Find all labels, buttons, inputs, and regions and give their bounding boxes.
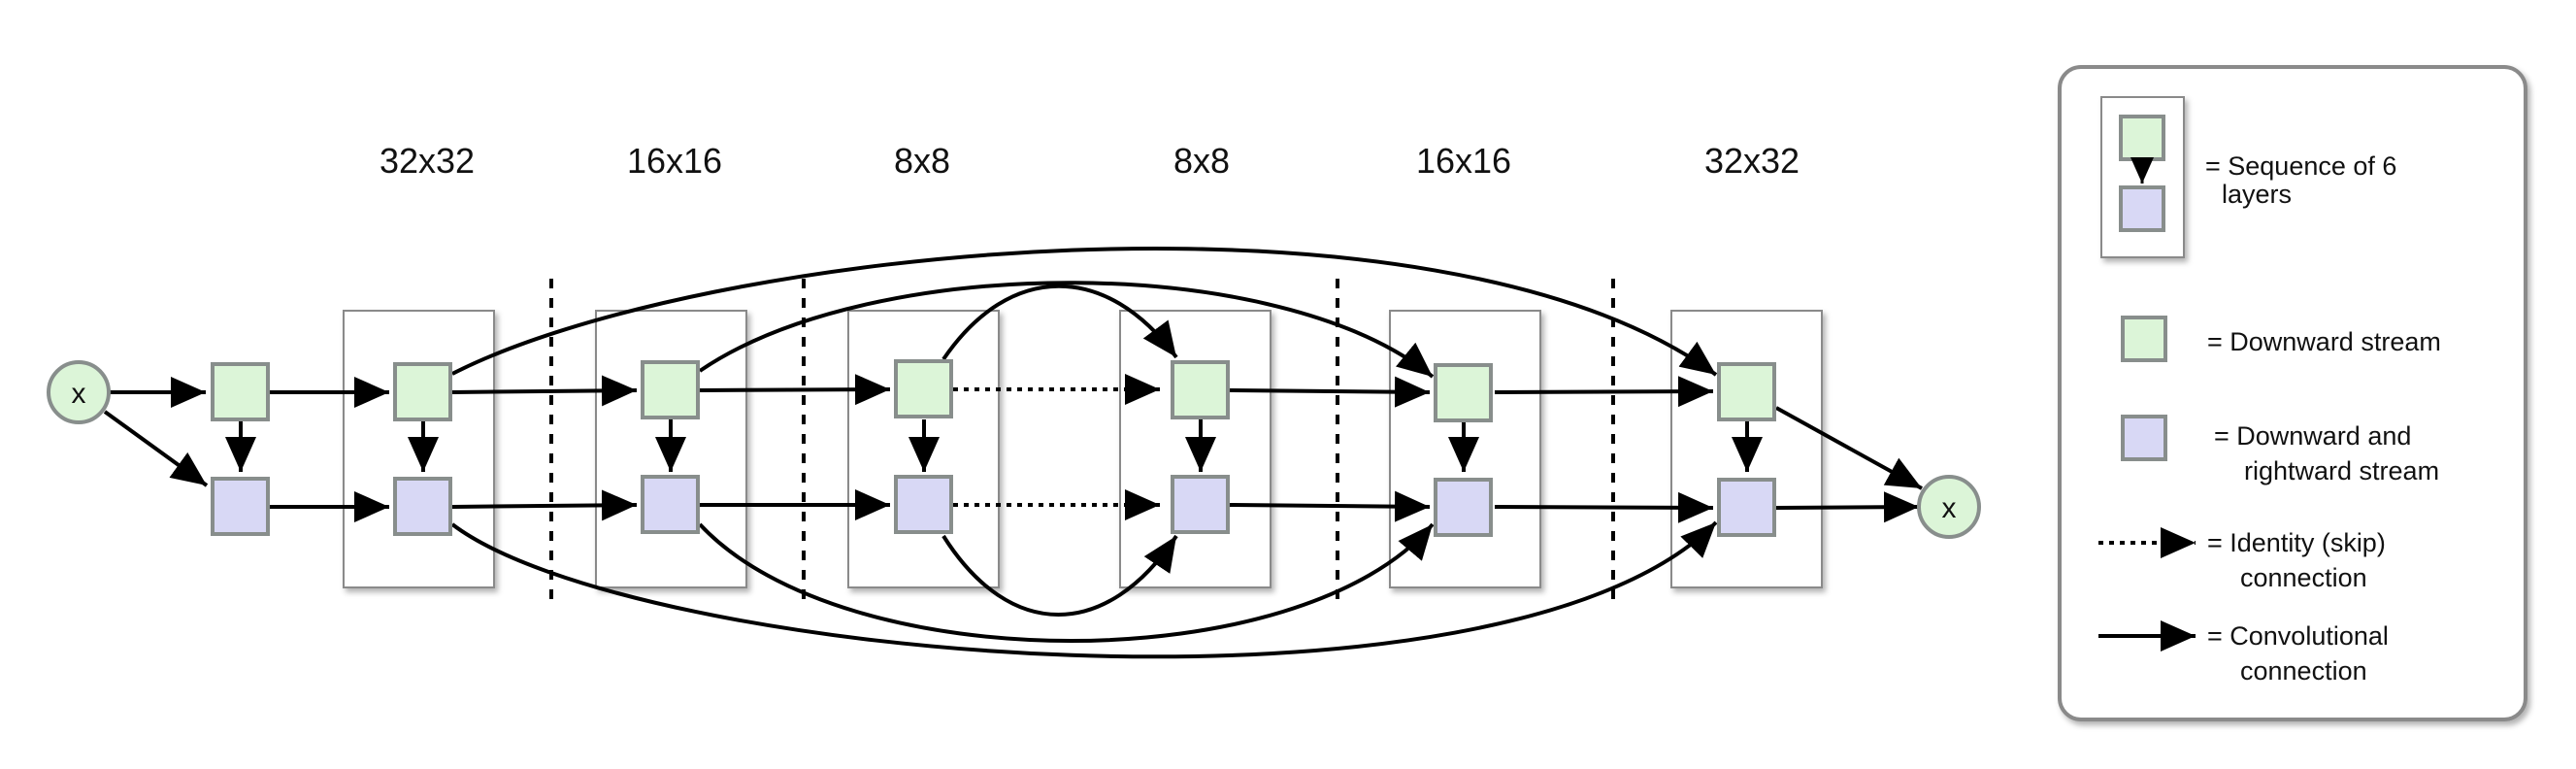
conv-connection — [699, 374, 891, 406]
resolution-label: 8x8 — [894, 141, 950, 181]
legend-rightward-icon — [2121, 415, 2167, 461]
downward-node — [211, 362, 270, 421]
downward-node — [1717, 362, 1776, 421]
legend-rightward-line1: = Downward and — [2214, 421, 2411, 451]
conv-connection — [1494, 491, 1714, 523]
conv-connection — [103, 410, 209, 487]
conv-connection — [451, 375, 638, 407]
resolution-label: 16x16 — [627, 141, 722, 181]
legend: = Sequence of 6 layers = Downward stream… — [2058, 65, 2527, 721]
downward-node — [393, 362, 452, 421]
downward-node — [1434, 363, 1493, 422]
conv-connection — [941, 534, 1178, 617]
rightward-node — [641, 475, 700, 534]
resolution-label: 16x16 — [1416, 141, 1511, 181]
rightward-nodes — [211, 475, 1776, 537]
conv-connection — [1494, 376, 1714, 408]
conv-connection — [698, 281, 1435, 379]
rightward-node — [211, 477, 270, 536]
block-boxes — [343, 310, 1823, 588]
legend-sequence-purple — [2119, 185, 2165, 232]
conv-connection — [1775, 491, 1920, 523]
output-node: x — [1917, 475, 1981, 539]
output-node-label: x — [1942, 492, 1957, 524]
identity-connections — [953, 374, 1160, 520]
conv-connection — [450, 520, 1718, 659]
rightward-node — [1434, 478, 1493, 537]
input-node: x — [47, 360, 111, 424]
conv-connection — [1229, 376, 1431, 408]
legend-conv-line1: = Convolutional — [2207, 621, 2389, 651]
downward-node — [894, 359, 953, 418]
legend-sequence-line2: layers — [2222, 180, 2292, 209]
legend-sequence-green — [2119, 115, 2165, 161]
legend-rightward-line2: rightward stream — [2244, 456, 2439, 485]
rightward-node — [1171, 475, 1230, 534]
input-node-label: x — [72, 378, 86, 410]
rightward-node — [393, 477, 452, 536]
legend-identity-line1: = Identity (skip) — [2207, 528, 2386, 557]
conv-connection — [1775, 406, 1923, 490]
conv-connections — [103, 246, 1923, 659]
conv-connection — [698, 522, 1435, 643]
legend-downward-label: = Downward stream — [2207, 327, 2441, 356]
legend-identity-line2: connection — [2240, 563, 2367, 592]
resolution-label: 8x8 — [1173, 141, 1230, 181]
legend-downward-icon — [2121, 316, 2167, 362]
conv-connection — [941, 284, 1178, 361]
conv-connection — [451, 246, 1718, 377]
resolution-separators — [549, 279, 1615, 602]
resolution-labels: 32x32 16x16 8x8 8x8 16x16 32x32 — [380, 141, 1800, 181]
block-box — [343, 310, 495, 588]
conv-connection — [1229, 490, 1431, 522]
legend-conv-line2: connection — [2240, 656, 2367, 685]
resolution-label: 32x32 — [1704, 141, 1800, 181]
rightward-node — [894, 475, 953, 534]
rightward-node — [1717, 478, 1776, 537]
downward-node — [641, 360, 700, 419]
downward-node — [1171, 360, 1230, 419]
conv-connection — [451, 489, 638, 521]
legend-sequence-line1: = Sequence of 6 — [2205, 151, 2396, 181]
downward-nodes — [211, 359, 1776, 422]
block-box — [1119, 310, 1271, 588]
resolution-label: 32x32 — [380, 141, 475, 181]
